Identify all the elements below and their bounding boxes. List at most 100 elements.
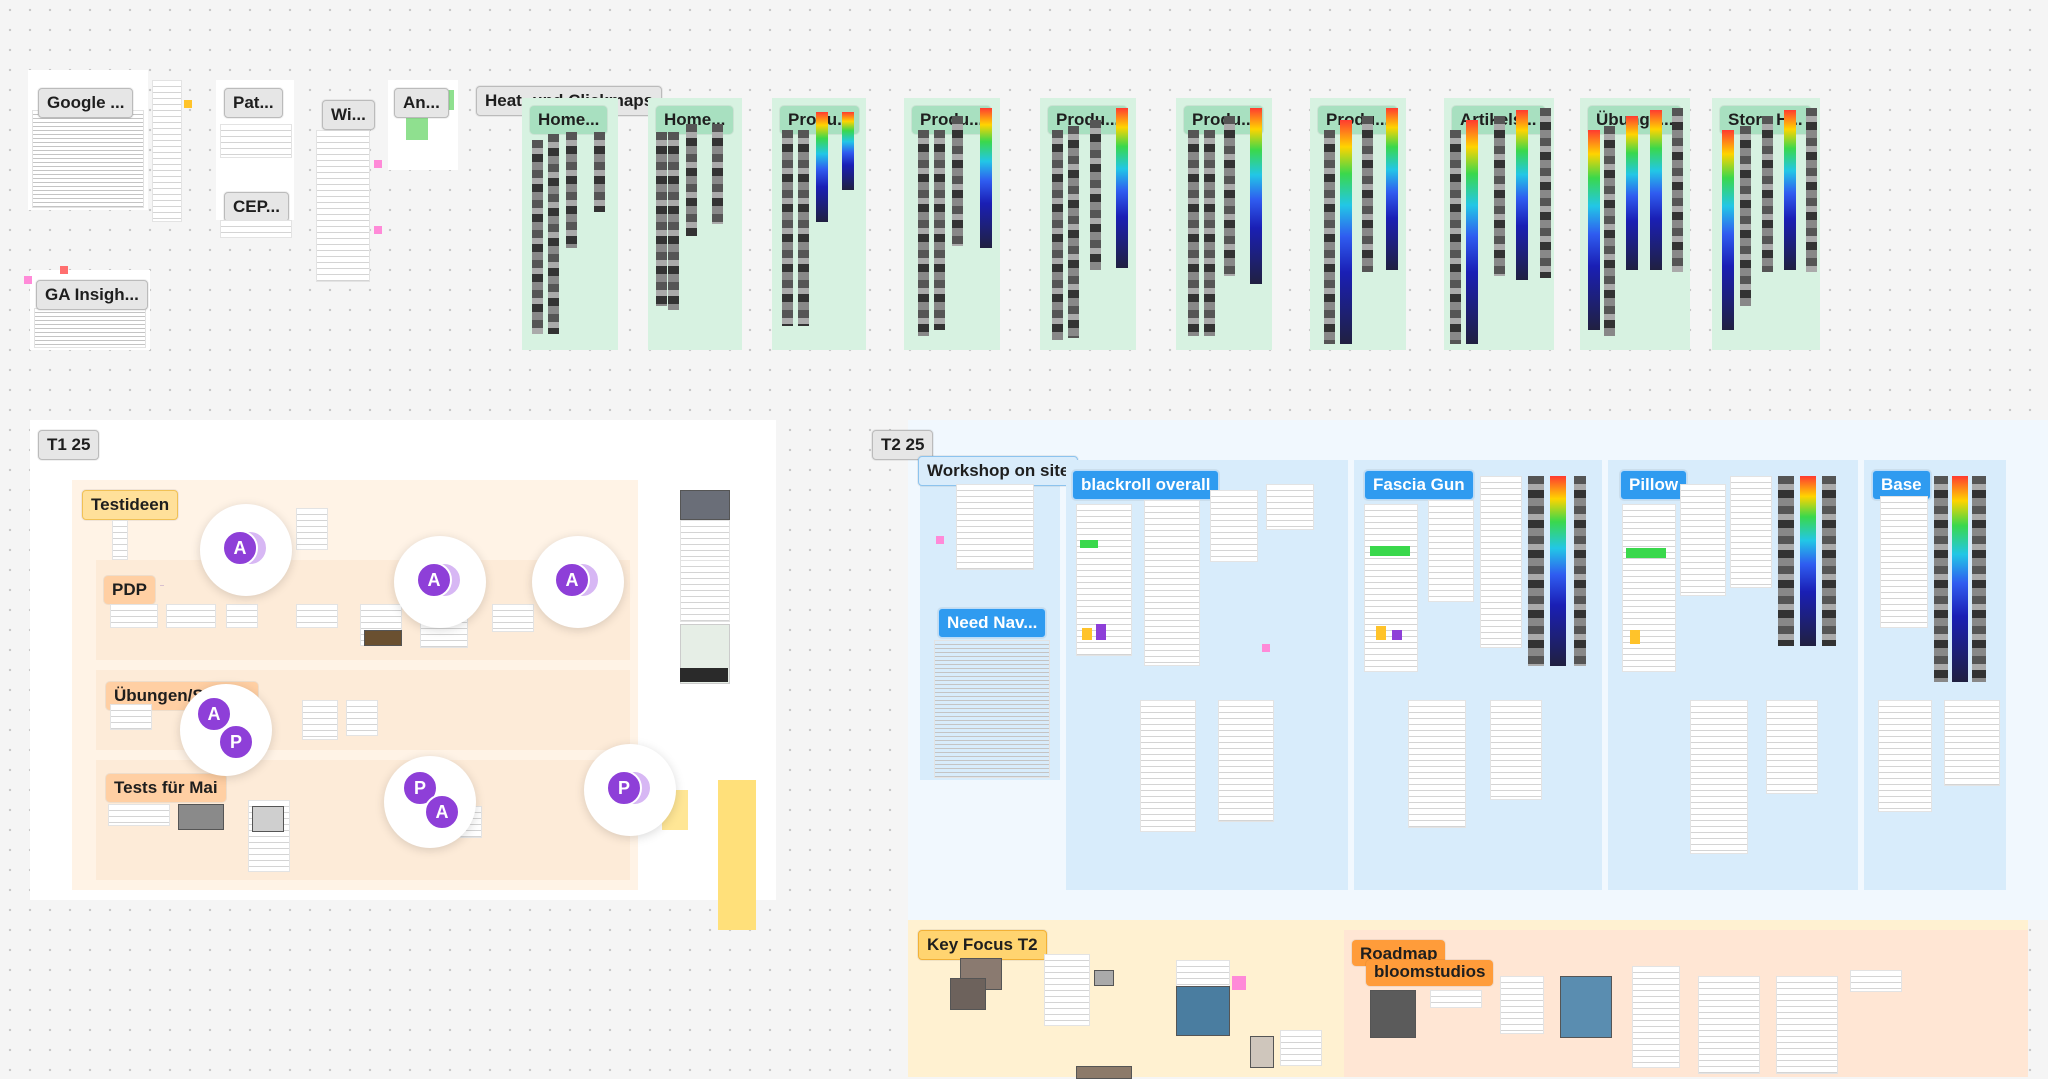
t1-title[interactable]: T1 25 [38,430,100,460]
page-strip [1090,120,1101,270]
heatmap-strip [1516,110,1528,280]
doc-thumbnail[interactable] [1480,476,1522,648]
section-label-pdp[interactable]: PDP [104,576,155,604]
user-avatar[interactable]: A [424,794,460,830]
doc-thumbnail[interactable] [296,508,328,550]
heatmap-strip [1466,120,1478,344]
doc-thumbnail[interactable] [108,804,170,826]
doc-thumbnail[interactable] [152,80,182,222]
doc-thumbnail[interactable] [1500,976,1544,1034]
doc-thumbnail[interactable] [1680,484,1726,596]
heatmap-frame-label[interactable]: Home... [530,106,608,134]
need-nav-label[interactable]: Need Nav... [938,608,1047,638]
frame-label-an[interactable]: An... [394,88,449,118]
doc-thumbnail[interactable] [1850,970,1902,992]
heatmap-strip [842,112,854,190]
user-avatar[interactable]: A [196,696,232,732]
doc-thumbnail[interactable] [1210,490,1258,562]
image-thumbnail [1250,1036,1274,1068]
section-label-testideen[interactable]: Testideen [82,490,179,520]
page-strip [686,124,697,236]
user-avatar[interactable]: A [554,562,590,598]
doc-thumbnail[interactable] [32,110,144,208]
doc-thumbnail[interactable] [220,124,292,158]
page-strip [1822,476,1836,646]
doc-thumbnail[interactable] [1144,500,1200,666]
chart-bar [1096,624,1106,640]
user-avatar[interactable]: P [606,770,642,806]
doc-thumbnail[interactable] [1944,700,2000,786]
doc-thumbnail[interactable] [1044,954,1090,1026]
cursor-avatar-bubble: A [200,504,292,596]
doc-thumbnail[interactable] [1766,700,1818,794]
doc-thumbnail[interactable] [1428,500,1474,602]
user-avatar[interactable]: A [416,562,452,598]
user-avatar[interactable]: A [222,530,258,566]
doc-thumbnail[interactable] [1408,700,1466,828]
cursor-avatar-bubble: P [584,744,676,836]
doc-notes[interactable] [934,640,1050,778]
page-strip [1204,130,1215,336]
marker [374,160,382,168]
user-avatar[interactable]: P [218,724,254,760]
frame-label-pat[interactable]: Pat... [224,88,283,118]
doc-thumbnail[interactable] [110,704,152,730]
doc-thumbnail[interactable] [296,604,338,628]
user-avatar[interactable]: P [402,770,438,806]
doc-thumbnail[interactable] [1140,700,1196,832]
page-strip [1604,126,1615,336]
heatmap-strip [1650,110,1662,270]
column-label-pillow[interactable]: Pillow [1620,470,1688,500]
doc-thumbnail[interactable] [226,604,258,628]
doc-thumbnail[interactable] [220,220,292,238]
doc-thumbnail[interactable] [1430,990,1482,1008]
frame-label-wi[interactable]: Wi... [322,100,375,130]
annotation-text: — [160,582,164,587]
t2-title[interactable]: T2 25 [872,430,934,460]
doc-thumbnail[interactable] [680,560,730,622]
chart-bar [1370,546,1410,556]
heatmap-frame-label[interactable]: Produ... [912,106,992,134]
doc-thumbnail[interactable] [166,604,216,628]
doc-thumbnail[interactable] [1364,504,1418,672]
doc-thumbnail[interactable] [302,700,338,740]
column-label-base[interactable]: Base [1872,470,1931,500]
sticky-note[interactable] [718,780,756,930]
frame-label-cep[interactable]: CEP... [224,192,289,222]
frame-label-google[interactable]: Google ... [38,88,134,118]
page-strip [1672,108,1683,272]
column-label-blackroll[interactable]: blackroll overall [1072,470,1220,500]
doc-thumbnail[interactable] [1622,504,1676,672]
doc-thumbnail[interactable] [34,308,146,348]
doc-thumbnail[interactable] [1878,700,1932,812]
roadmap-label-2[interactable]: bloomstudios [1366,960,1494,986]
doc-table[interactable] [956,484,1034,570]
chart-bar [1626,548,1666,558]
column-label-fascia-gun[interactable]: Fascia Gun [1364,470,1474,500]
chart-bar [1080,540,1098,548]
doc-thumbnail[interactable] [316,130,370,282]
doc-thumbnail[interactable] [492,604,534,632]
doc-thumbnail[interactable] [110,604,158,628]
frame-label-ga-insights[interactable]: GA Insigh... [36,280,148,310]
section-label-tests-mai[interactable]: Tests für Mai [106,774,226,802]
doc-thumbnail[interactable] [1880,496,1928,628]
doc-thumbnail[interactable] [1218,700,1274,822]
key-focus-label[interactable]: Key Focus T2 [918,930,1047,960]
doc-thumbnail[interactable] [346,700,378,736]
image-thumbnail [950,978,986,1010]
doc-thumbnail[interactable] [1776,976,1838,1074]
doc-thumbnail[interactable] [1490,700,1542,800]
doc-thumbnail[interactable] [112,520,128,560]
doc-thumbnail[interactable] [1280,1030,1322,1066]
doc-thumbnail[interactable] [1690,700,1748,854]
image-thumbnail [364,630,402,646]
doc-thumbnail[interactable] [1266,484,1314,530]
page-strip [566,132,577,248]
heatmap-frame-label[interactable]: Produ... [1048,106,1128,134]
image-thumbnail [1176,986,1230,1036]
workshop-label[interactable]: Workshop on site [918,456,1079,486]
doc-thumbnail[interactable] [1698,976,1760,1074]
doc-thumbnail[interactable] [1632,966,1680,1068]
doc-thumbnail[interactable] [1730,476,1772,588]
